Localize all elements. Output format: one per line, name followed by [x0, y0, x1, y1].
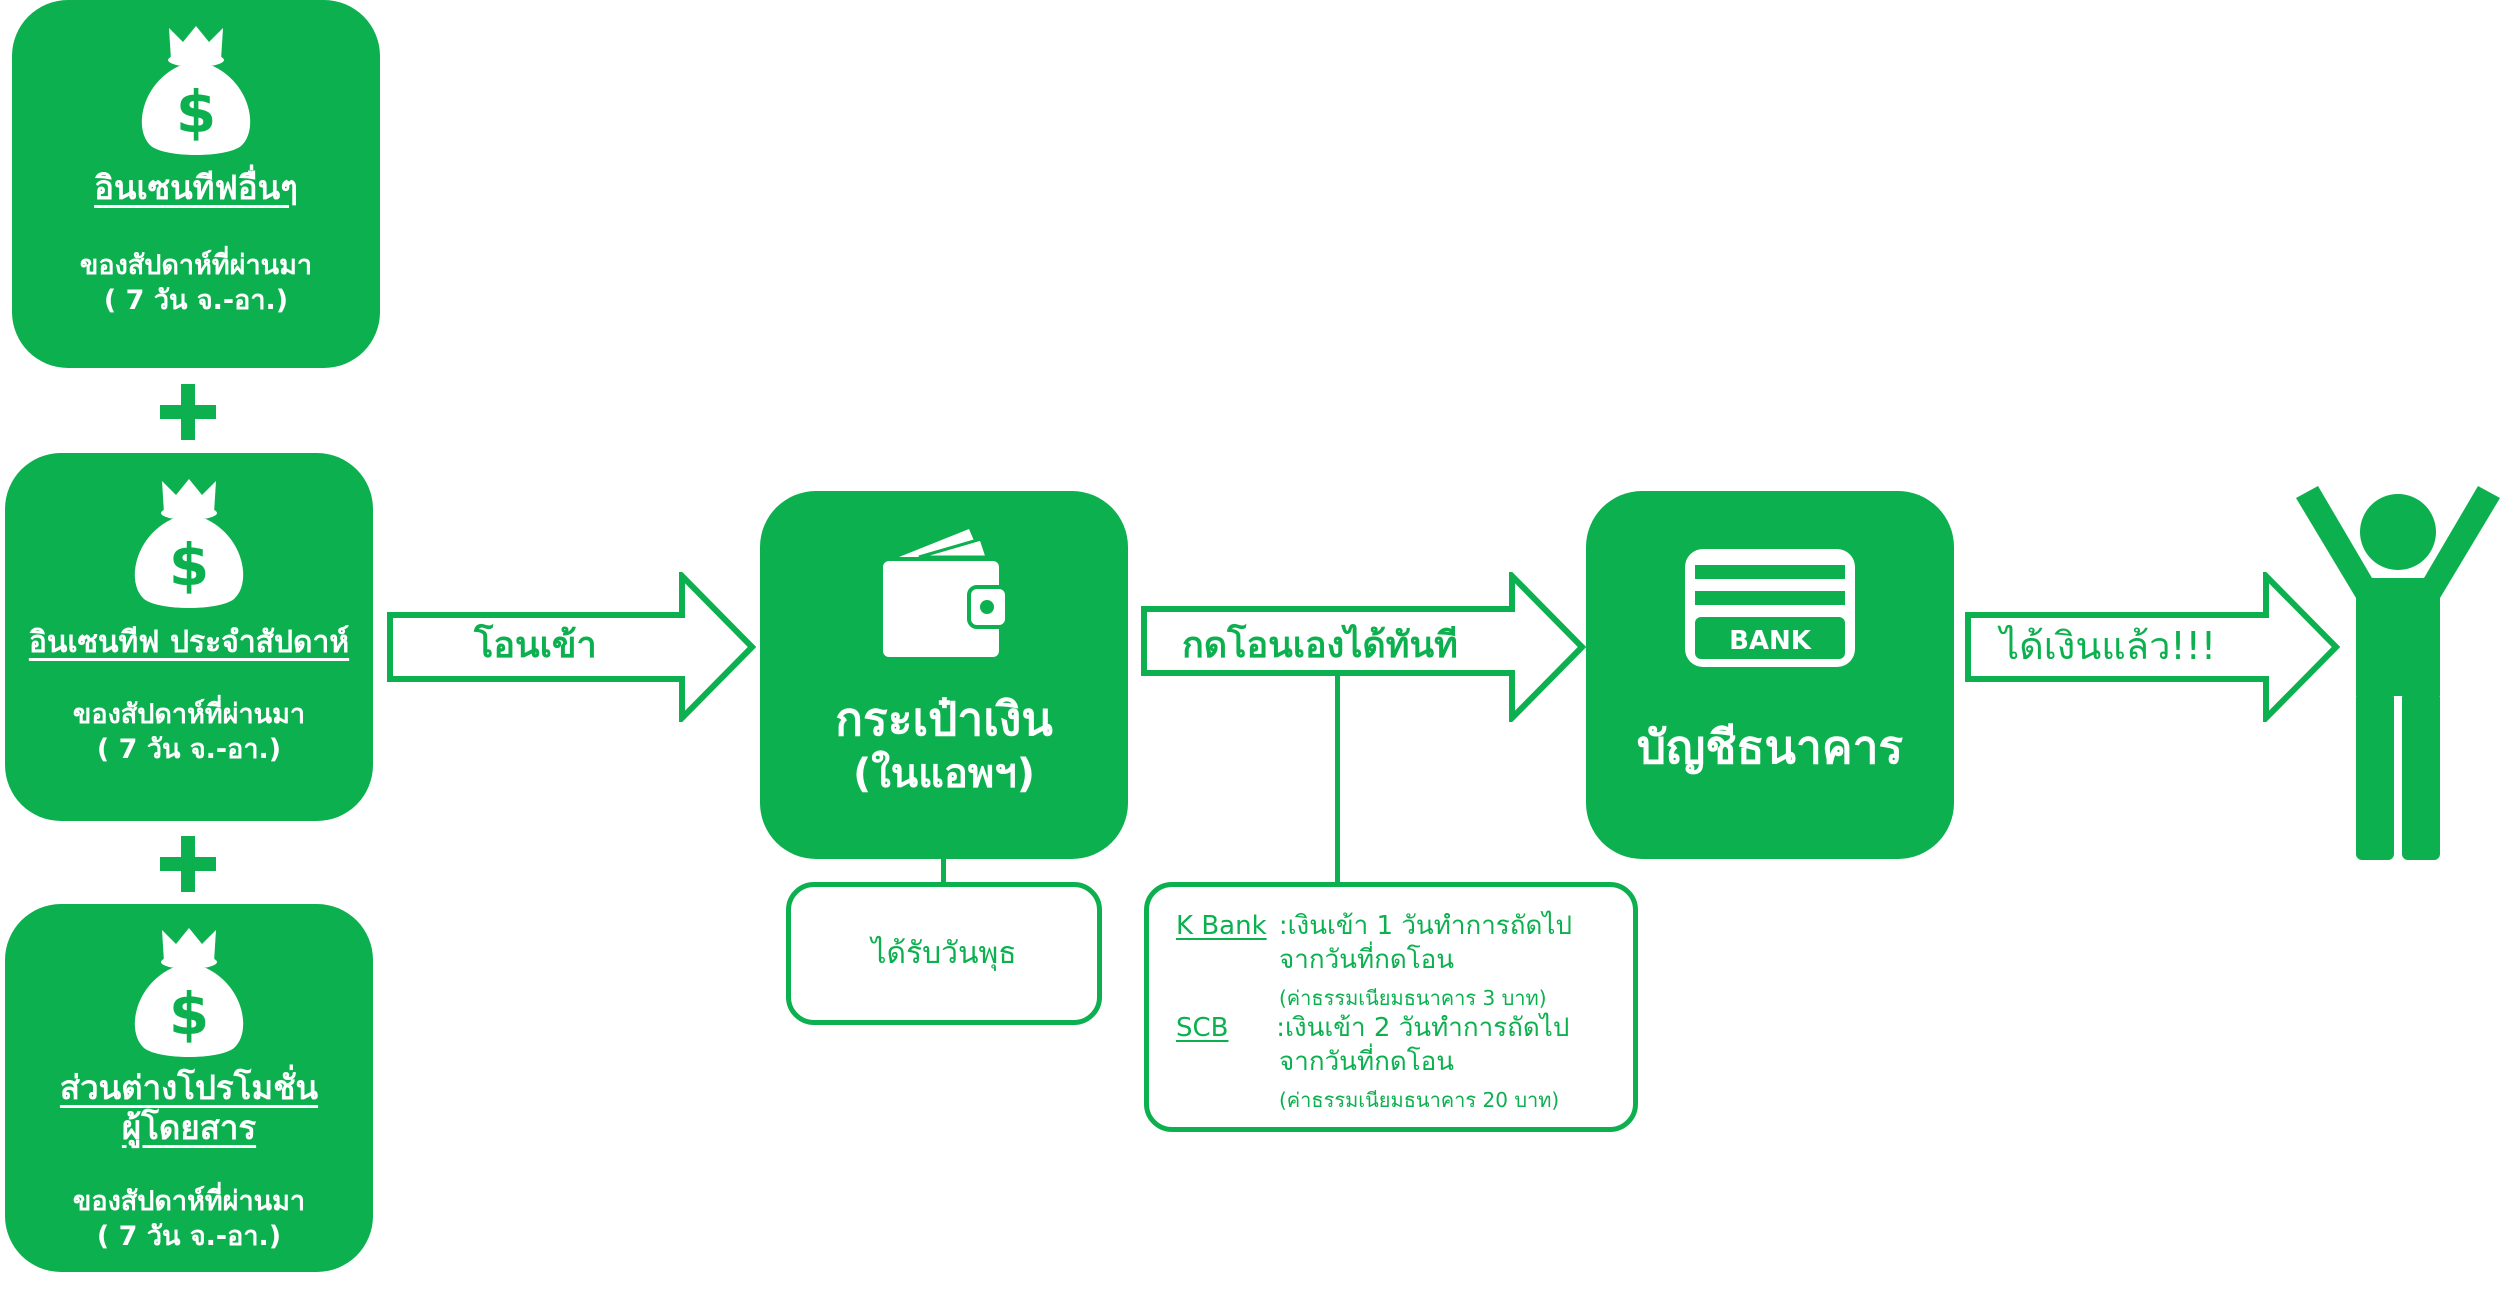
arrow-transfer-in [387, 572, 756, 722]
bank-notes: K Bank :เงินเข้า 1 วันทำการถัดไป จากวันท… [1144, 882, 1638, 1132]
income-card-promotion-difference: $ ส่วนต่างโปรโมชั่น ผู้โดยสาร ของสัปดาห์… [5, 904, 373, 1272]
connector-line [941, 857, 946, 887]
money-bag-icon: $ [134, 479, 244, 608]
scb-line2: จากวันที่กดโอน [1279, 1047, 1455, 1077]
bank-title: บัญชีธนาคาร [1636, 720, 1904, 774]
wallet-note-text: ได้รับวันพุธ [871, 936, 1017, 971]
plus-icon [160, 384, 216, 440]
arrow-label-withdraw-now: กดโอนเองได้ทันที [1182, 625, 1458, 666]
money-bag-icon: $ [134, 928, 244, 1057]
card-subtitle: ของสัปดาห์ที่ผ่านมา ( 7 วัน จ.-อา.) [79, 250, 313, 316]
scb-fee: (ค่าธรรมเนียมธนาคาร 20 บาท) [1279, 1088, 1560, 1112]
scb-name: SCB [1176, 1013, 1229, 1043]
card-subtitle: ของสัปดาห์ที่ผ่านมา ( 7 วัน จ.-อา.) [72, 1186, 306, 1252]
svg-text:$: $ [176, 78, 216, 146]
card-title: อินเซนทีฟ ประจำสัปดาห์ [28, 625, 350, 660]
arrow-label-got-money: ได้เงินแล้ว!!! [2000, 624, 2217, 668]
connector-line [1335, 676, 1340, 886]
person-cheering-icon [2296, 486, 2500, 860]
plus-icon [160, 836, 216, 892]
kbank-name: K Bank [1176, 911, 1267, 941]
scb-row: SCB :เงินเข้า 2 วันทำการถัดไป [1176, 1011, 1569, 1045]
kbank-fee: (ค่าธรรมเนียมธนาคาร 3 บาท) [1279, 986, 1547, 1010]
kbank-line2: จากวันที่กดโอน [1279, 945, 1455, 975]
wallet-subtitle: (ในแอพฯ) [852, 751, 1036, 797]
card-title: ส่วนต่างโปรโมชั่น ผู้โดยสาร [59, 1068, 319, 1147]
bank-card-icon: BANK [1685, 549, 1855, 667]
card-subtitle: ของสัปดาห์ที่ผ่านมา ( 7 วัน จ.-อา.) [72, 699, 306, 765]
card-title: อินเซนทีฟอื่นๆ [94, 168, 298, 207]
income-card-other-incentive: $ อินเซนทีฟอื่นๆ ของสัปดาห์ที่ผ่านมา ( 7… [12, 0, 380, 368]
kbank-row: K Bank :เงินเข้า 1 วันทำการถัดไป [1176, 909, 1572, 943]
income-card-weekly-incentive: $ อินเซนทีฟ ประจำสัปดาห์ ของสัปดาห์ที่ผ่… [5, 453, 373, 821]
bank-account-card: BANK บัญชีธนาคาร [1586, 491, 1954, 859]
wallet-card: กระเป๋าเงิน (ในแอพฯ) [760, 491, 1128, 859]
wallet-icon [883, 529, 1009, 657]
arrow-got-money [1965, 572, 2340, 722]
arrow-label-transfer-in: โอนเข้า [474, 625, 597, 666]
wallet-note: ได้รับวันพุธ [786, 882, 1102, 1025]
scb-line1: :เงินเข้า 2 วันทำการถัดไป [1276, 1013, 1570, 1043]
svg-text:$: $ [169, 531, 209, 599]
svg-text:$: $ [169, 980, 209, 1048]
kbank-line1: :เงินเข้า 1 วันทำการถัดไป [1278, 911, 1572, 941]
money-bag-icon: $ [141, 26, 251, 155]
bank-icon-label: BANK [1729, 626, 1812, 656]
arrow-withdraw-now [1141, 572, 1586, 722]
wallet-title: กระเป๋าเงิน [835, 692, 1053, 746]
